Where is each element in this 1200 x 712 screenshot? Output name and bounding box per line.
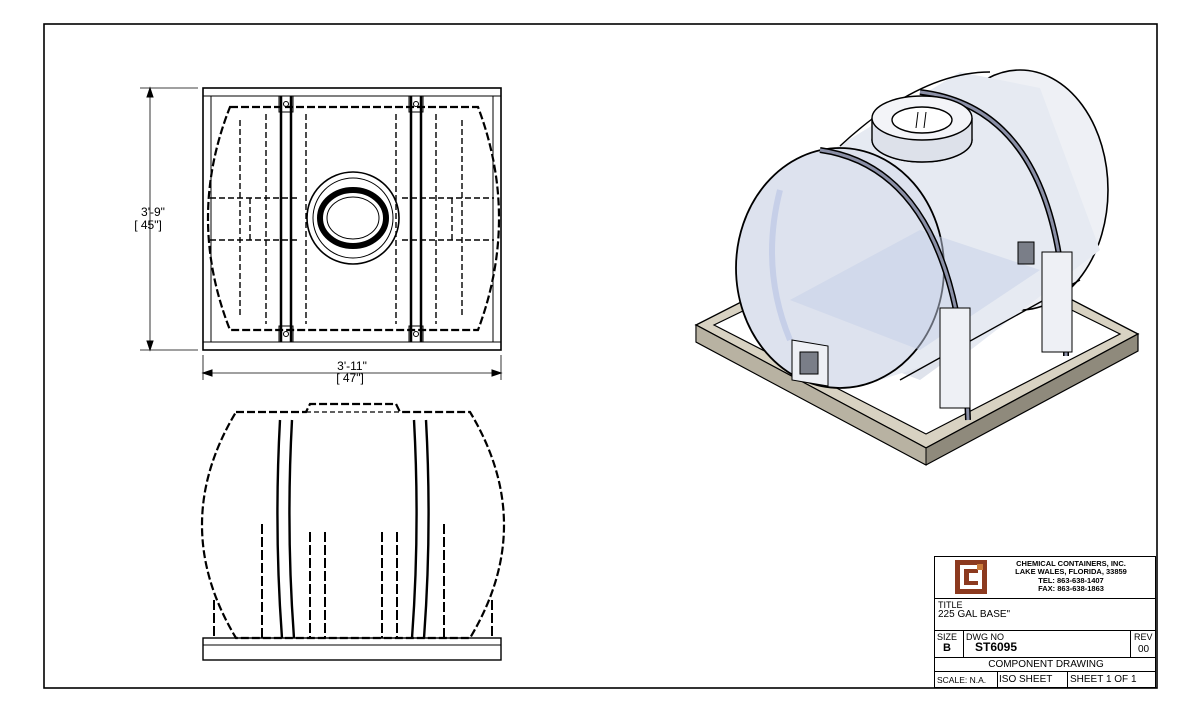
company-name: CHEMICAL CONTAINERS, INC. bbox=[1016, 559, 1126, 568]
rev-value: 00 bbox=[1138, 644, 1150, 655]
scale-row: SCALE: N.A. ISO SHEET SHEET 1 OF 1 bbox=[935, 671, 1155, 688]
width-dimension bbox=[201, 355, 503, 380]
height-dimension bbox=[140, 86, 198, 352]
company-logo bbox=[955, 560, 987, 594]
sheet-border bbox=[43, 23, 1158, 689]
dwg-label: DWG NO bbox=[966, 632, 1004, 642]
drawing-type-row: COMPONENT DRAWING bbox=[935, 657, 1155, 671]
width-dim-in: [ 47"] bbox=[336, 371, 364, 385]
drawing-type: COMPONENT DRAWING bbox=[988, 659, 1104, 670]
title-label: TITLE bbox=[938, 600, 963, 610]
sheet-number: SHEET 1 OF 1 bbox=[1070, 674, 1137, 685]
company-info: CHEMICAL CONTAINERS, INC. LAKE WALES, FL… bbox=[987, 559, 1155, 594]
company-address: LAKE WALES, FLORIDA, 33859 bbox=[1015, 567, 1127, 577]
scale: SCALE: N.A. bbox=[937, 675, 987, 685]
dwg-row: SIZE B DWG NO ST6095 REV 00 bbox=[935, 630, 1155, 658]
title-row: TITLE 225 GAL BASE" bbox=[935, 598, 1155, 630]
company-fax: FAX: 863-638-1863 bbox=[1038, 584, 1104, 594]
title-block: CHEMICAL CONTAINERS, INC. LAKE WALES, FL… bbox=[934, 556, 1156, 688]
front-view bbox=[200, 402, 506, 661]
height-dim-ftin: 3'-9" bbox=[141, 205, 165, 219]
top-view bbox=[202, 87, 502, 351]
size-label: SIZE bbox=[937, 632, 958, 642]
iso-view bbox=[694, 69, 1140, 466]
dwg-number: ST6095 bbox=[975, 640, 1018, 654]
company-tel: TEL: 863-638-1407 bbox=[1038, 575, 1104, 585]
size-value: B bbox=[943, 642, 951, 654]
sheet-type: ISO SHEET bbox=[999, 674, 1053, 685]
width-dim-ftin: 3'-11" bbox=[337, 359, 367, 373]
height-dim-in: [ 45"] bbox=[134, 218, 162, 232]
title-value: 225 GAL BASE" bbox=[938, 609, 1011, 620]
rev-label: REV bbox=[1134, 632, 1153, 642]
